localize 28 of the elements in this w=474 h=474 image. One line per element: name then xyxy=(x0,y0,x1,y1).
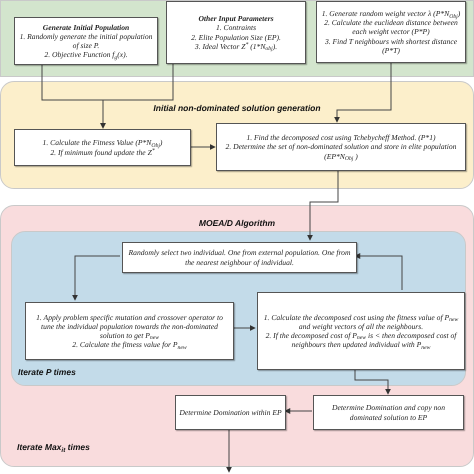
arrow xyxy=(284,408,312,414)
arrow xyxy=(100,62,174,129)
process-box xyxy=(175,395,286,430)
section-title: Iterate P times xyxy=(18,366,76,379)
process-box xyxy=(313,395,464,430)
process-box xyxy=(14,17,158,65)
input-panel xyxy=(0,0,474,77)
arrow xyxy=(354,253,402,290)
process-box xyxy=(316,1,466,63)
section-title: Initial non-dominated solution generation xyxy=(153,102,321,115)
arrow xyxy=(307,170,338,241)
arrow xyxy=(232,325,256,331)
process-box xyxy=(25,302,234,360)
inner-loop-panel xyxy=(11,231,466,386)
stage-panel xyxy=(0,81,474,189)
arrow xyxy=(72,256,120,301)
process-box xyxy=(257,292,465,370)
arrow xyxy=(354,368,391,395)
section-title: Iterate Max$_{it}$ times xyxy=(17,441,90,454)
arrow xyxy=(334,62,392,123)
arrow xyxy=(226,428,232,473)
process-box xyxy=(216,123,466,171)
section-title: MOEA/D Algorithm xyxy=(198,217,276,230)
process-box xyxy=(14,129,191,166)
process-box xyxy=(122,242,357,273)
loop-panel xyxy=(0,205,474,467)
arrow xyxy=(190,144,216,150)
process-box xyxy=(166,1,306,64)
